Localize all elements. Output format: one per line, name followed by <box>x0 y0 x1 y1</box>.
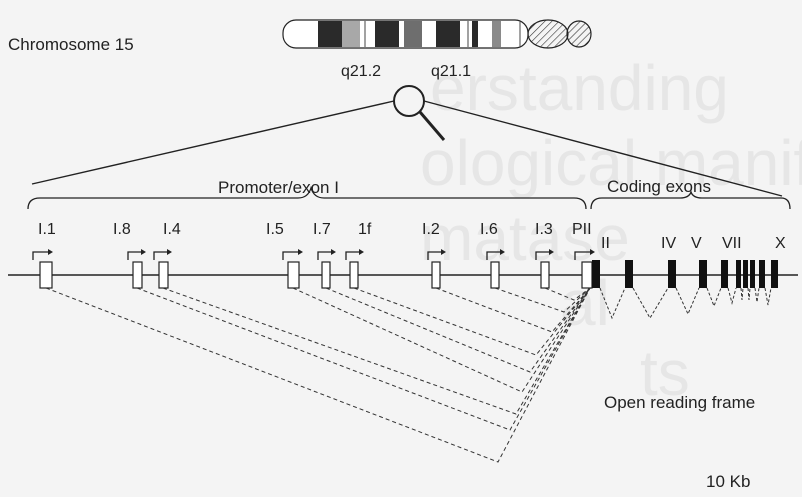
exon-box <box>288 262 299 288</box>
coding-exon-label-IV: IV <box>661 235 676 252</box>
band-dark-4 <box>472 21 478 47</box>
chromosome-title: Chromosome 15 <box>8 35 134 54</box>
coding-exon-box <box>743 260 748 288</box>
exon-label: 1f <box>358 221 372 238</box>
orf-label: Open reading frame <box>604 393 755 412</box>
hatched-arm-2 <box>567 21 591 47</box>
promoter-exon-1f: 1f <box>346 221 372 288</box>
background-watermark: erstanding ological manifestations matas… <box>420 52 802 409</box>
exon-label: I.5 <box>266 221 284 238</box>
band-gray-1 <box>342 21 360 47</box>
promoter-exon-I-1: I.1 <box>33 221 56 288</box>
coding-exon-box <box>759 260 765 288</box>
coding-exon-box <box>736 260 741 288</box>
coding-exon-box <box>721 260 728 288</box>
coding-exon-box <box>625 260 633 288</box>
exon-label: I.7 <box>313 221 331 238</box>
coding-exon-box <box>771 260 778 288</box>
band-label-q21-2: q21.2 <box>341 63 381 80</box>
chromosome-ideogram <box>283 20 591 48</box>
coding-exon-box <box>668 260 676 288</box>
exon-box <box>541 262 549 288</box>
exon-label: I.6 <box>480 221 498 238</box>
exon-box <box>432 262 440 288</box>
exon-label: I.4 <box>163 221 181 238</box>
exon-box <box>40 262 52 288</box>
exon-box <box>133 262 142 288</box>
coding-exon-label-II: II <box>601 235 610 252</box>
band-centromere-dark <box>404 21 422 47</box>
exon-label: I.8 <box>113 221 131 238</box>
promoter-exon-I-4: I.4 <box>154 221 181 288</box>
svg-text:erstanding: erstanding <box>430 52 729 124</box>
exon-label: PII <box>572 221 592 238</box>
band-dark-2 <box>375 21 399 47</box>
band-label-q21-1: q21.1 <box>431 63 471 80</box>
promoter-exon-I-8: I.8 <box>113 221 146 288</box>
hatched-arm-1 <box>528 20 568 48</box>
coding-exon-label-VII: VII <box>722 235 742 252</box>
promoter-splice-lines <box>46 288 590 462</box>
exon-box <box>322 262 330 288</box>
band-dark-1 <box>318 21 342 47</box>
exon-box <box>582 262 592 288</box>
exon-box <box>159 262 168 288</box>
zoom-line-left <box>32 101 394 184</box>
coding-splice-lines <box>600 288 771 318</box>
coding-exon-label-X: X <box>775 235 786 252</box>
exon-label: I.2 <box>422 221 440 238</box>
promoter-group-label: Promoter/exon I <box>218 178 339 197</box>
exon-box <box>491 262 499 288</box>
exon-label: I.1 <box>38 221 56 238</box>
promoter-exon-I-5: I.5 <box>266 221 303 288</box>
coding-exon-label-V: V <box>691 235 702 252</box>
band-dark-3 <box>436 21 460 47</box>
promoter-exon-I-7: I.7 <box>313 221 336 288</box>
coding-group-label: Coding exons <box>607 177 711 196</box>
exon-label: I.3 <box>535 221 553 238</box>
coding-exon-box <box>699 260 707 288</box>
band-gray-2 <box>492 21 501 47</box>
coding-exon-box <box>750 260 755 288</box>
scale-label: 10 Kb <box>706 472 750 491</box>
coding-exon-box <box>592 260 600 288</box>
exon-box <box>350 262 358 288</box>
